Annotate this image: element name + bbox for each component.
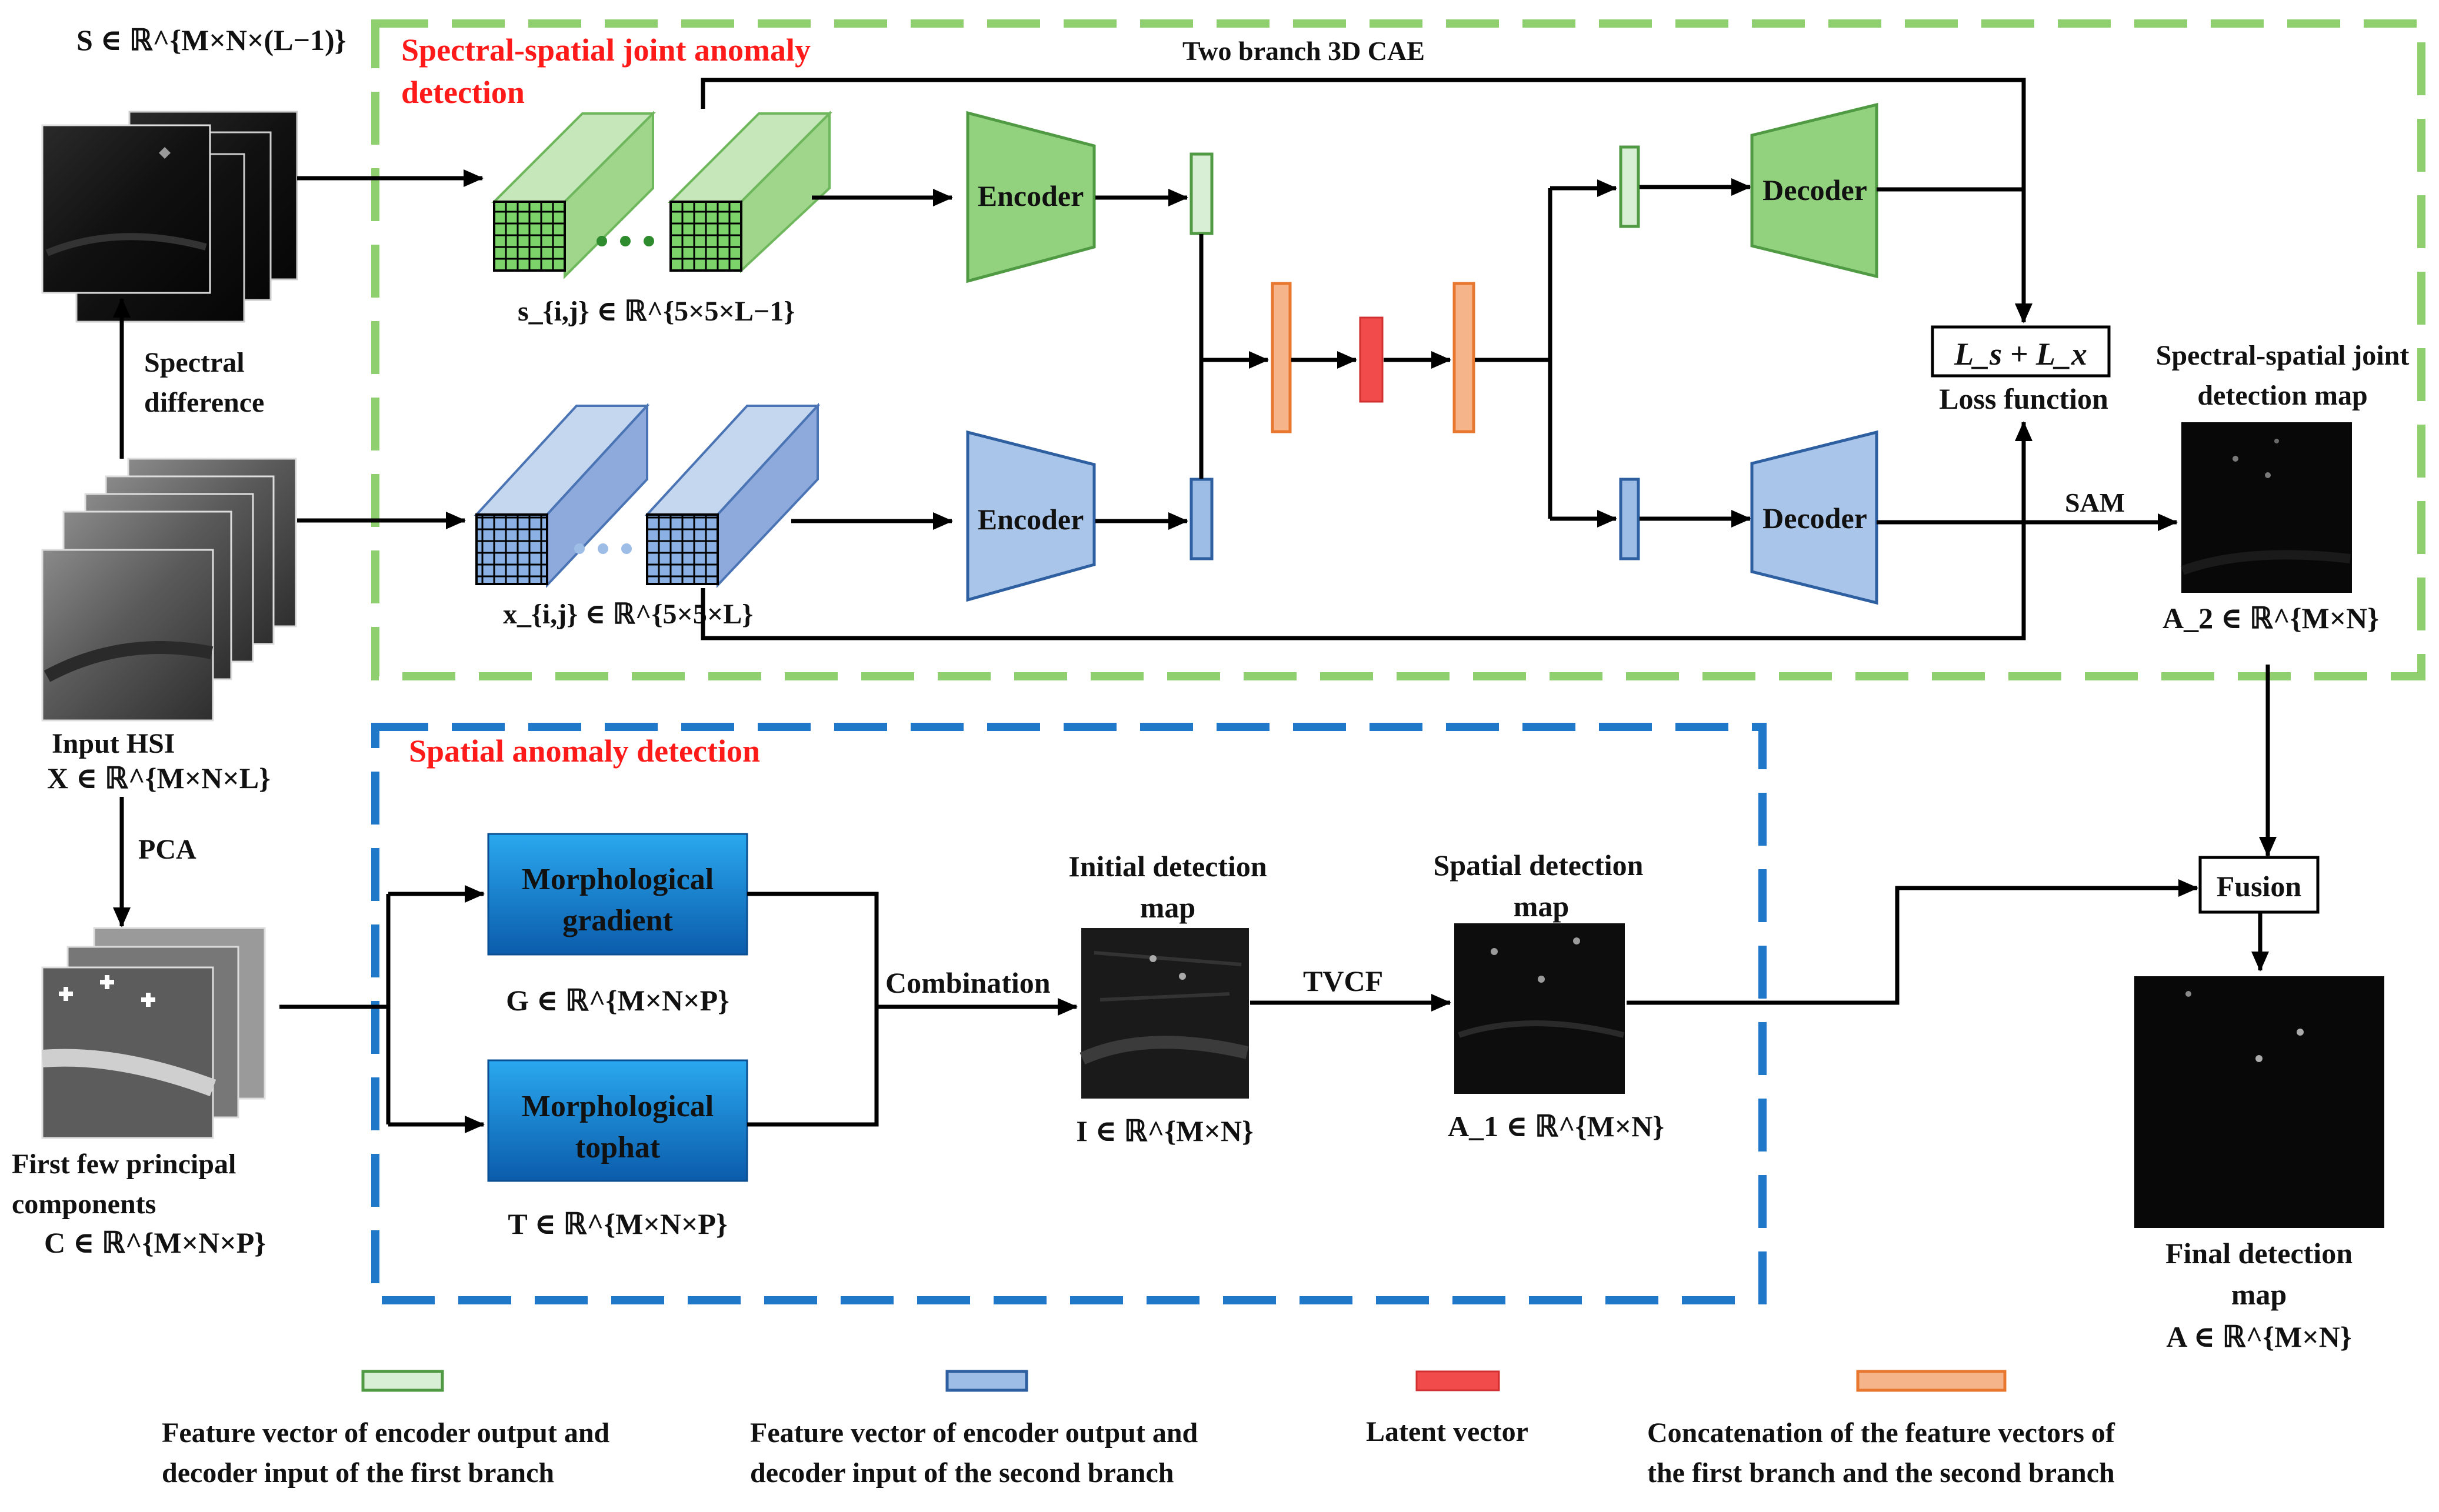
morph-gradient-label: Morphological <box>522 863 714 896</box>
blue-patch-cube-1 <box>474 402 650 589</box>
encoder-bottom <box>966 430 1096 602</box>
joint-map-title: Spectral-spatial joint <box>2156 340 2410 371</box>
joint-detection-map-image <box>2181 422 2352 593</box>
morph-tophat-label: Morphological <box>522 1090 714 1123</box>
initial-map-title: Initial detection <box>1068 850 1267 883</box>
green-patch-cube-1 <box>491 111 656 279</box>
pca-label: PCA <box>138 834 196 865</box>
spatial-map-title: Spatial detection <box>1434 849 1644 882</box>
decoder-bottom <box>1750 430 1878 605</box>
initial-detection-map-image <box>1079 928 1249 1099</box>
legend-swatch-latent <box>1415 1370 1500 1391</box>
principal-components-stack <box>41 927 266 1139</box>
decoder-bottom-input-vector <box>1619 478 1640 560</box>
decoder-top-label: Decoder <box>1762 173 1867 206</box>
combination-label: Combination <box>885 966 1051 999</box>
morph-gradient-label-2: gradient <box>562 904 673 937</box>
green-ellipsis-dot <box>597 236 607 246</box>
spectral-spatial-region <box>371 19 2425 680</box>
concatenation-vector-1 <box>1271 282 1292 433</box>
t-math: T ∈ ℝ^{M×N×P} <box>508 1207 727 1240</box>
legend-first-branch-text: Feature vector of encoder output and <box>162 1417 610 1448</box>
feature-vector-first-branch <box>1189 152 1214 235</box>
decoder-top-input-vector <box>1619 145 1640 228</box>
final-map-title-2: map <box>2231 1278 2287 1311</box>
spectral-difference-label: Spectral <box>144 347 245 378</box>
feature-vector-second-branch <box>1189 478 1214 560</box>
first-pc-label: First few principal <box>12 1149 236 1180</box>
tvcf-label: TVCF <box>1303 964 1383 997</box>
loss-formula: L_s + L_x <box>1954 336 2087 372</box>
input-hsi-label: Input HSI <box>52 728 175 759</box>
spatial-title: Spatial anomaly detection <box>409 733 760 769</box>
x-math: X ∈ ℝ^{M×N×L} <box>47 762 271 795</box>
legend: Feature vector of encoder output and dec… <box>162 1370 2115 1488</box>
concatenation-vector-2 <box>1452 282 1475 433</box>
legend-concatenation-text-2: the first branch and the second branch <box>1647 1457 2115 1488</box>
bottom-skip-connection <box>701 421 2033 640</box>
loss-caption: Loss function <box>1939 382 2108 415</box>
spectral-spatial-title-line2: detection <box>401 75 525 110</box>
first-pc-label-2: components <box>12 1189 156 1220</box>
input-hsi-stack <box>41 458 297 722</box>
latent-vector <box>1359 316 1384 403</box>
morphological-gradient-box <box>487 833 748 956</box>
legend-second-branch-text: Feature vector of encoder output and <box>750 1417 1198 1448</box>
decoder-bottom-label: Decoder <box>1762 502 1867 535</box>
legend-swatch-first-branch <box>361 1370 444 1392</box>
loss-function-box <box>1931 325 2111 378</box>
spatial-detection-map-image <box>1454 923 1625 1094</box>
legend-first-branch-text-2: decoder input of the first branch <box>162 1457 554 1488</box>
blue-ellipsis-dot <box>574 543 585 554</box>
green-ellipsis-dot <box>620 236 631 246</box>
fusion-box <box>2198 856 2320 914</box>
green-patch-cube-2 <box>668 111 832 273</box>
fusion-label: Fusion <box>2217 870 2302 903</box>
s-math: S ∈ ℝ^{M×N×(L−1)} <box>76 24 346 56</box>
encoder-top <box>966 111 1096 283</box>
encoder-bottom-label: Encoder <box>978 503 1084 536</box>
morph-tophat-label-2: tophat <box>575 1131 661 1164</box>
a-math: A ∈ ℝ^{M×N} <box>2166 1320 2351 1353</box>
final-map-title: Final detection <box>2165 1237 2353 1270</box>
a1-math: A_1 ∈ ℝ^{M×N} <box>1448 1110 1664 1143</box>
encoder-top-label: Encoder <box>978 179 1084 212</box>
decoder-top <box>1750 102 1878 279</box>
s-patch-math: s_{i,j} ∈ ℝ^{5×5×L−1} <box>518 296 795 327</box>
joint-map-title-2: detection map <box>2197 380 2367 411</box>
initial-map-title-2: map <box>1140 891 1195 924</box>
combination-bracket <box>747 892 879 1127</box>
g-math: G ∈ ℝ^{M×N×P} <box>506 984 729 1017</box>
legend-concatenation-text: Concatenation of the feature vectors of <box>1647 1417 2115 1448</box>
blue-ellipsis-dot <box>621 543 632 554</box>
a2-math: A_2 ∈ ℝ^{M×N} <box>2163 602 2379 635</box>
i-math: I ∈ ℝ^{M×N} <box>1076 1114 1253 1147</box>
blue-patch-cube-2 <box>644 402 821 589</box>
a1-to-fusion-arrow <box>1627 879 2198 1005</box>
spectral-difference-stack <box>41 111 298 323</box>
spatial-region <box>371 723 1767 1304</box>
spectral-spatial-title: Spectral-spatial joint anomaly <box>401 32 811 68</box>
legend-swatch-concatenation <box>1856 1370 2007 1392</box>
spectral-difference-label-2: difference <box>144 387 264 418</box>
two-branch-label: Two branch 3D CAE <box>1182 36 1425 66</box>
blue-ellipsis-dot <box>598 543 608 554</box>
c-math: C ∈ ℝ^{M×N×P} <box>44 1226 266 1259</box>
legend-second-branch-text-2: decoder input of the second branch <box>750 1457 1174 1488</box>
green-ellipsis-dot <box>644 236 654 246</box>
top-skip-connection <box>701 78 2033 323</box>
legend-swatch-second-branch <box>945 1370 1028 1392</box>
legend-latent-text: Latent vector <box>1366 1416 1528 1447</box>
spatial-map-title-2: map <box>1514 890 1569 923</box>
final-detection-map-image <box>2134 976 2384 1228</box>
morphological-tophat-box <box>487 1059 748 1182</box>
sam-label: SAM <box>2065 488 2125 518</box>
x-patch-math: x_{i,j} ∈ ℝ^{5×5×L} <box>503 599 753 630</box>
